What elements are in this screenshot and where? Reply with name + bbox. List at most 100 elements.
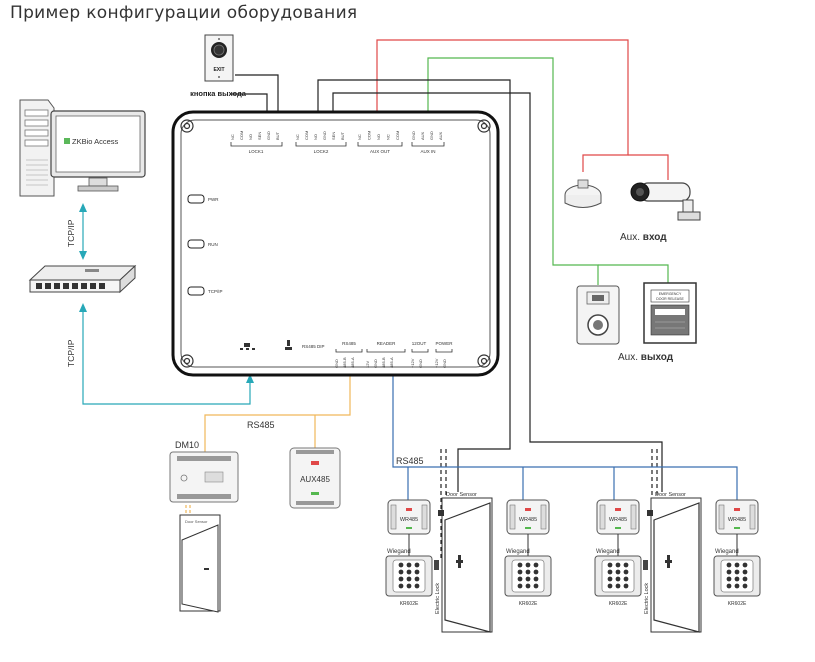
electric-lock-label: Electric Lock — [435, 583, 441, 614]
pin-label: AUX — [420, 131, 425, 140]
wire-orange — [204, 375, 351, 452]
wire-green-2 — [598, 264, 669, 283]
pin-label: NC — [295, 134, 300, 140]
bottom-group-reader: READER — [377, 341, 397, 346]
pin-label: 485-A — [389, 357, 394, 368]
pin-label: COM — [304, 131, 309, 140]
bottom-group-rs485: RS485 — [342, 341, 356, 346]
wiegand-label: Wiegand — [506, 549, 530, 555]
emergency-line2: DOOR RELEASE — [656, 297, 684, 301]
wire-black-4 — [317, 79, 511, 492]
bottom-group-12out: 12OUT — [412, 341, 427, 346]
dip-switch-icon — [285, 340, 292, 350]
cyan-arrows — [79, 203, 254, 383]
rs485-dip-label: RS485 DIP — [302, 344, 325, 349]
kr602e-label: KR602E — [728, 601, 747, 607]
wr485-label: WR485 — [609, 517, 627, 523]
aux485-label: AUX485 — [300, 475, 330, 484]
pin-label: NC — [386, 134, 391, 140]
door — [647, 497, 702, 633]
kr602e-label: KR602E — [400, 601, 419, 607]
led-pwr: PWR — [187, 194, 219, 204]
door — [438, 497, 493, 633]
wire-black-2 — [230, 93, 268, 117]
pin-label: SEN — [331, 132, 336, 140]
group-label-aux-out: AUX OUT — [370, 149, 390, 154]
door-sensor-label: Door Sensor — [446, 492, 477, 498]
pin-label: BUT — [340, 131, 345, 140]
pin-label: GND — [322, 131, 327, 140]
pin-label: 485-B — [342, 357, 347, 368]
door-sensor-label: Door Sensor — [655, 492, 686, 498]
wiegand-label: Wiegand — [596, 549, 620, 555]
pin-label: COM — [239, 131, 244, 140]
pin-label: GND — [266, 131, 271, 140]
pin-label: BUT — [275, 131, 280, 140]
monitor-software-label: ZKBio Access — [72, 137, 119, 146]
pin-label: NO — [376, 134, 381, 140]
exit-button-caption: кнопка выхода — [190, 89, 247, 98]
network-switch — [28, 264, 137, 294]
kr602e-label: KR602E — [519, 601, 538, 607]
pin-label: GND — [442, 359, 447, 368]
network-port-icon — [240, 343, 255, 350]
smoke-detector — [564, 179, 602, 208]
controller-panel: NC COM NO SEN GND BUT NC COM NO GND SEN BUT NC COM NO N… — [171, 110, 500, 377]
pin-label: AUX — [438, 131, 443, 140]
wr485-label: WR485 — [728, 517, 746, 523]
pin-label: COM — [367, 131, 372, 140]
wire-black-1 — [235, 74, 279, 117]
pin-label: NO — [313, 134, 318, 140]
aux-out-label: Aux. выход — [618, 352, 674, 363]
pin-label: SEN — [257, 132, 262, 140]
exit-plate-text: EXIT — [213, 67, 224, 73]
aux485-device: AUX485 — [289, 447, 341, 509]
bottom-group-power: POWER — [435, 341, 453, 346]
rs485-label-main: RS485 — [247, 420, 275, 430]
wire-red-camera — [628, 154, 669, 180]
computer-tower — [19, 99, 55, 197]
computer-monitor: ZKBio Access — [50, 110, 146, 192]
wr485-module: WR485 — [387, 499, 431, 535]
rs485-label-right: RS485 — [396, 456, 424, 466]
page-title: Пример конфигурации оборудования — [10, 3, 358, 23]
pin-label: COM — [395, 131, 400, 140]
emergency-line1: EMERGENCY — [659, 292, 682, 296]
pin-label: NC — [357, 134, 362, 140]
wr485-module: WR485 — [715, 499, 759, 535]
wr485-module: WR485 — [506, 499, 550, 535]
group-label-lock1: LOCK1 — [249, 149, 264, 154]
svg-text:RUN: RUN — [208, 242, 218, 247]
group-label-lock2: LOCK2 — [314, 149, 329, 154]
pin-label: NC — [230, 134, 235, 140]
intercom-device — [576, 285, 620, 345]
security-camera — [630, 182, 701, 221]
svg-text:PWR: PWR — [208, 197, 219, 202]
wire-cyan — [82, 307, 251, 405]
wr485-label: WR485 — [519, 517, 537, 523]
dm10-device — [169, 451, 239, 503]
pin-label: GND — [373, 359, 378, 368]
wire-blue-bus — [392, 375, 738, 500]
wire-green — [427, 57, 599, 285]
pin-label: GND — [411, 131, 416, 140]
dm10-label: DM10 — [175, 440, 199, 450]
pin-label: 485-B — [381, 357, 386, 368]
pin-label: 485-A — [350, 357, 355, 368]
wiegand-label: Wiegand — [387, 549, 411, 555]
wire-black-3 — [332, 92, 663, 492]
pin-label: +12V — [434, 358, 439, 368]
wire-red — [376, 39, 629, 172]
kr602e-keypad — [713, 555, 761, 597]
kr602e-keypad — [594, 555, 642, 597]
electric-lock-label: Electric Lock — [644, 583, 650, 614]
led-tcpip: TCP/IP — [187, 286, 223, 296]
kr602e-keypad — [504, 555, 552, 597]
pin-label: NO — [248, 134, 253, 140]
small-door-sensor-label: Door Sensor — [185, 519, 208, 524]
wr485-module: WR485 — [596, 499, 640, 535]
